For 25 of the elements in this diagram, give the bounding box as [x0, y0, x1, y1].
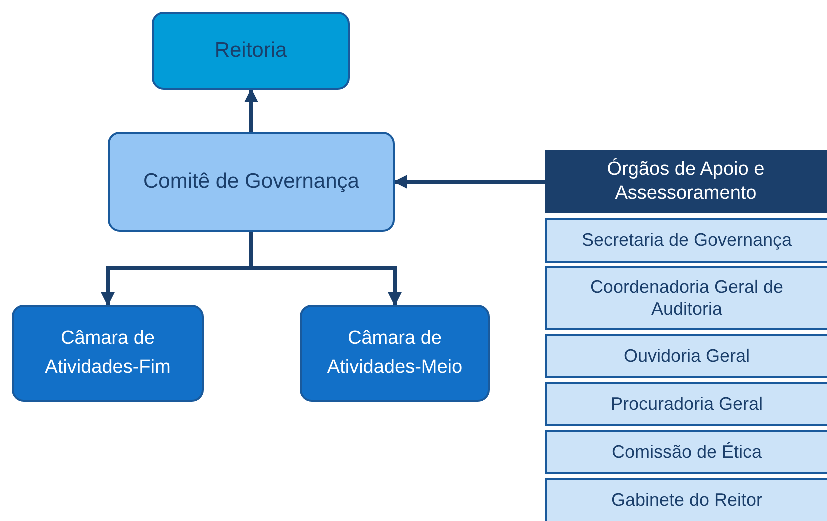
unit-box — [545, 266, 827, 330]
unit-label: Procuradoria Geral — [610, 392, 764, 416]
unit-label: Câmara de Atividades-Fim — [44, 327, 172, 380]
header-box — [545, 150, 827, 213]
connector-arrow — [244, 88, 258, 132]
unit-box — [152, 12, 350, 90]
unit-label: Comitê de Governança — [144, 169, 360, 196]
unit-box — [300, 305, 490, 402]
connector-arrow — [250, 232, 402, 306]
unit-label: Ouvidoria Geral — [624, 344, 750, 368]
unit-label: Comissão de Ética — [612, 440, 762, 464]
unit-box — [545, 218, 827, 263]
unit-label: Secretaria de Governança — [582, 229, 792, 252]
unit-box — [545, 430, 827, 474]
unit-box — [545, 478, 827, 521]
unit-box — [108, 132, 395, 232]
unit-label: Coordenadoria Geral de Auditoria — [589, 276, 785, 320]
unit-label: Câmara de Atividades-Meio — [326, 327, 464, 380]
connector-arrow — [394, 175, 545, 189]
unit-box — [545, 382, 827, 426]
unit-box — [545, 334, 827, 378]
unit-label: Órgãos de Apoio e Assessoramento — [606, 158, 766, 206]
unit-box — [12, 305, 204, 402]
unit-label: Gabinete do Reitor — [611, 489, 763, 512]
unit-label: Reitoria — [214, 38, 288, 64]
